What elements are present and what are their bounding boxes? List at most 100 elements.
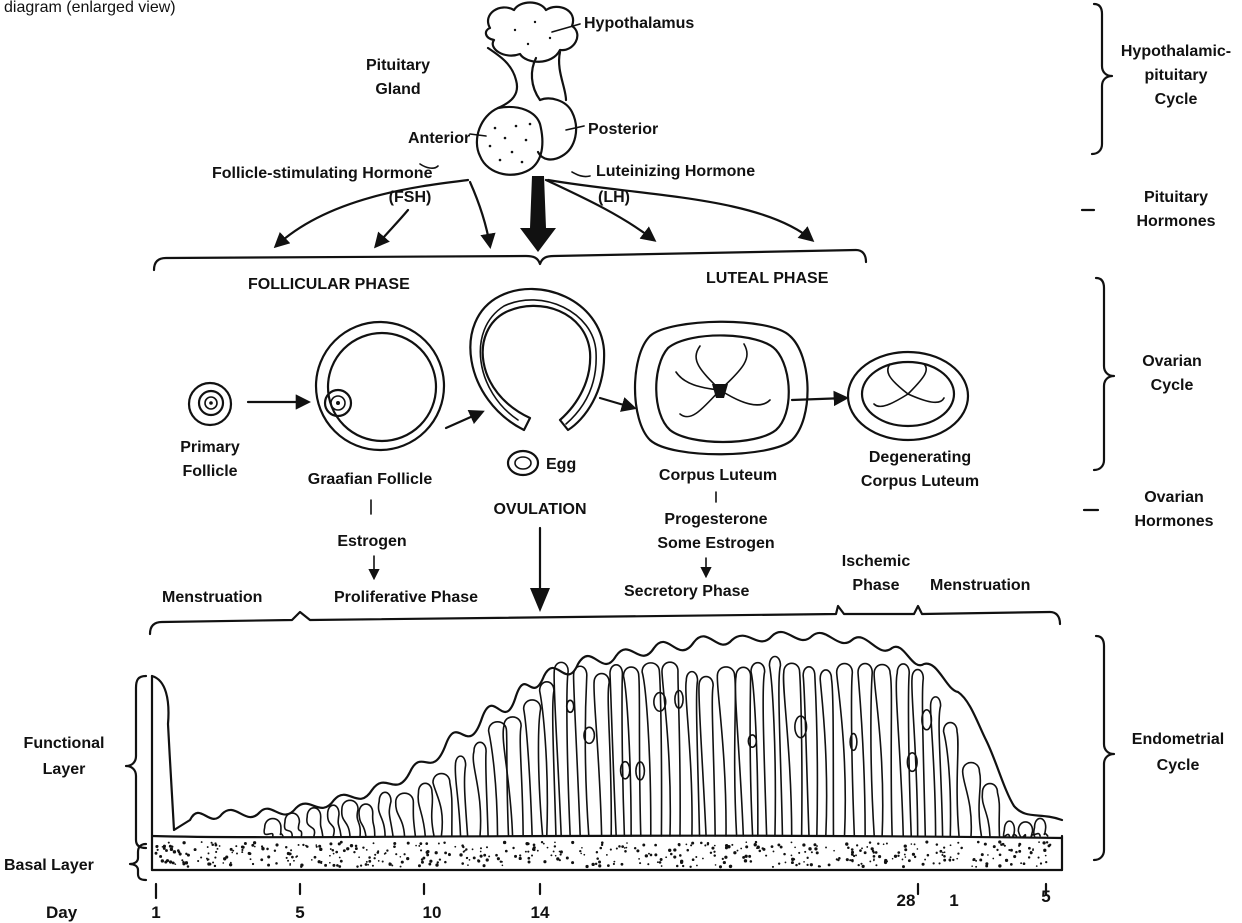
endometrial-gland [489,722,509,836]
endometrium-tissue-drawing [152,632,1062,870]
endometrial-gland [783,663,801,836]
luteal-phase-label: LUTEAL PHASE [706,270,829,287]
proliferative-label: Proliferative Phase [334,589,478,606]
graafian-follicle-drawing [316,322,444,450]
ovarian-cycle-label-line1: Ovarian [1142,353,1202,370]
endometrial-gland [540,682,556,836]
ovarian-hormones-label-line1: Ovarian [1144,489,1204,506]
endometrial-gland [1018,822,1034,837]
endometrial-cycle-label-line2: Cycle [1157,757,1200,774]
ischemic-label-line2: Phase [852,577,899,594]
day-tick-28: 28 [897,891,916,910]
hypothalamus-drawing [486,3,577,62]
endometrial-gland [524,700,543,836]
gland-coil [567,700,574,712]
endometrial-gland [307,808,323,836]
endometrial-gland [433,774,452,836]
endometrial-gland [699,677,715,836]
arrow-corpus-to-degenerating [792,398,846,400]
corpus-luteum-drawing [635,322,808,455]
egg-label: Egg [546,456,576,473]
basal-layer-label: Basal Layer [4,857,94,874]
phase-brace [154,250,866,270]
day-tick-5: 5 [295,903,304,922]
endometrial-gland [944,723,959,836]
endometrial-gland [735,667,752,836]
endometrial-gland [751,663,767,836]
endometrial-gland [285,813,302,836]
hp-cycle-label-line3: Cycle [1155,91,1198,108]
endometrial-gland [396,793,416,836]
corpus-luteum-label: Corpus Luteum [659,467,777,484]
endometrial-gland [858,664,874,836]
day-tick-1: 1 [151,903,160,922]
endometrial-gland [662,662,680,836]
endometrial-gland [963,763,982,836]
endometrial-gland [896,664,911,836]
hp-cycle-brace [1092,4,1112,154]
endometrial-gland [1004,821,1017,836]
progesterone-label: Progesterone [664,511,767,528]
endometrial-gland [803,667,817,836]
egg-drawing [508,451,538,475]
pituitary-hormones-label-line2: Hormones [1136,213,1215,230]
ovarian-cycle-label-line2: Cycle [1151,377,1194,394]
lh-pointer [572,172,590,177]
degenerating-label-line1: Degenerating [869,449,971,466]
endometrial-gland [418,783,434,836]
endometrial-gland [1034,818,1048,836]
endometrial-gland [455,756,467,836]
secretory-label: Secretory Phase [624,583,750,600]
functional-layer-label-line2: Layer [43,761,86,778]
lh-arrows [520,176,812,252]
ovarian-hormones-label-line2: Hormones [1134,513,1213,530]
ovulation-arrowhead [530,588,550,612]
functional-layer-brace [126,676,146,848]
day-tick-1b: 1 [949,891,958,910]
day-axis-label: Day [46,903,78,922]
pituitary-hormones-label-line1: Pituitary [1144,189,1208,206]
hp-cycle-label-line2: pituitary [1144,67,1207,84]
follicular-phase-label: FOLLICULAR PHASE [248,276,410,293]
primary-follicle-label-line2: Follicle [182,463,237,480]
endometrial-gland [574,666,589,836]
endometrial-gland [359,804,375,836]
endometrial-gland [378,792,393,836]
anterior-label: Anterior [408,130,470,147]
endometrial-gland [769,657,782,836]
endometrial-gland [686,672,700,836]
fsh-label-line1: Follicle-stimulating Hormone [212,165,433,182]
day-tick-5b: 5 [1041,887,1050,906]
ovulation-label: OVULATION [493,501,586,518]
endometrial-gland [623,667,640,836]
lh-label-line1: Luteinizing Hormone [596,163,755,180]
posterior-label: Posterior [588,121,658,138]
endometrial-phase-brace [150,606,1060,634]
endometrial-gland [982,784,999,836]
degenerating-label-line2: Corpus Luteum [861,473,979,490]
hypothalamus-label: Hypothalamus [584,15,694,32]
endometrial-gland [610,665,624,836]
menstruation-label: Menstruation [162,589,262,606]
fsh-arrows [276,180,490,246]
hp-cycle-label-line1: Hypothalamic- [1121,43,1231,60]
header-text: diagram (enlarged view) [4,0,176,16]
menstruation2-label: Menstruation [930,577,1030,594]
pituitary-gland-drawing [477,48,576,175]
day-tick-14: 14 [531,903,550,922]
endometrial-gland [642,663,661,836]
some-estrogen-label: Some Estrogen [657,535,774,552]
pituitary-label-line2: Gland [375,81,420,98]
ovarian-cycle-brace [1094,278,1114,470]
day-tick-10: 10 [423,903,442,922]
endometrial-cycle-label-line1: Endometrial [1132,731,1224,748]
ischemic-label-line1: Ischemic [842,553,911,570]
endometrial-gland [931,697,943,836]
pituitary-label-line1: Pituitary [366,57,430,74]
arrow-ovulation-to-corpus [600,398,634,408]
degenerating-corpus-luteum-drawing [848,352,968,440]
estrogen-label: Estrogen [337,533,406,550]
primary-follicle-drawing [189,383,231,425]
endometrial-cycle-brace [1094,636,1114,860]
